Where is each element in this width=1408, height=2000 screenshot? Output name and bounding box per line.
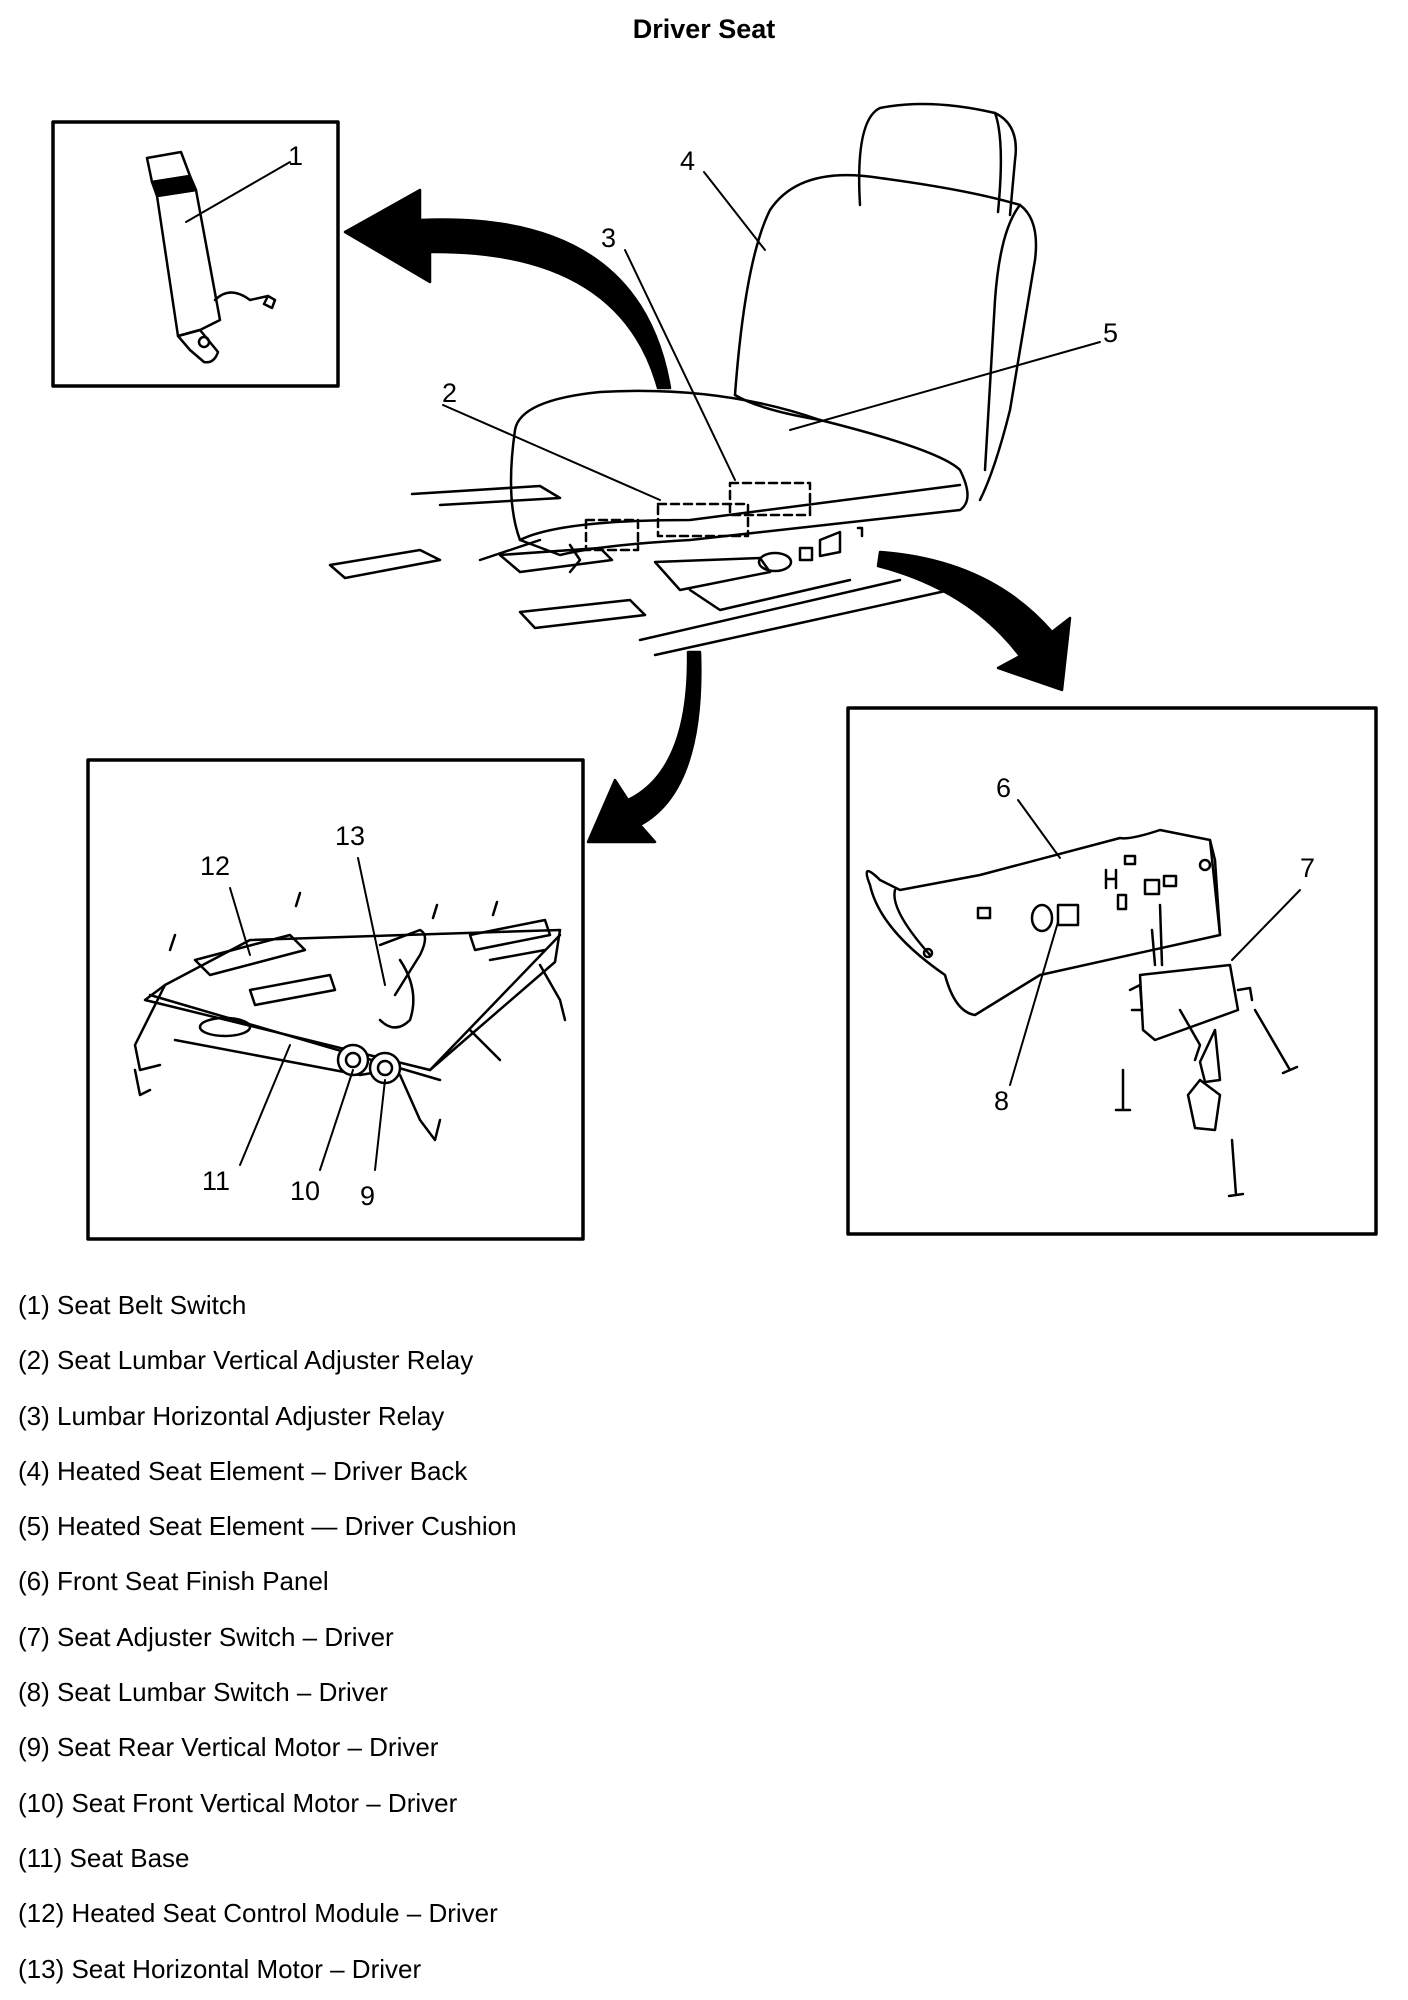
arrow-to-seat-base-inset xyxy=(586,650,702,844)
callout-2: 2 xyxy=(442,378,457,408)
callout-13: 13 xyxy=(335,821,365,851)
legend-item: (6) Front Seat Finish Panel xyxy=(18,1566,329,1597)
parts-legend: (1) Seat Belt Switch (2) Seat Lumbar Ver… xyxy=(18,1278,517,1997)
arrow-to-finish-panel-inset xyxy=(876,550,1072,692)
legend-item: (7) Seat Adjuster Switch – Driver xyxy=(18,1621,394,1652)
inset-seat-base xyxy=(86,758,585,1241)
callout-numbers: 1 2 3 4 5 6 7 8 9 10 11 12 13 xyxy=(200,141,1315,1211)
callout-5: 5 xyxy=(1103,318,1118,348)
inset-seat-belt-switch xyxy=(51,120,340,388)
callout-11: 11 xyxy=(202,1166,230,1196)
callout-8: 8 xyxy=(994,1086,1009,1116)
legend-item: (11) Seat Base xyxy=(18,1842,190,1873)
driver-seat-diagram: 1 2 3 4 5 6 7 8 9 10 11 12 13 xyxy=(51,102,1378,1241)
finish-panel-assembly xyxy=(865,828,1299,1198)
seat-belt-buckle xyxy=(145,150,277,364)
callout-10: 10 xyxy=(290,1176,320,1206)
diagram-title: Driver Seat xyxy=(632,14,776,44)
callout-4: 4 xyxy=(680,146,695,176)
legend-item: (13) Seat Horizontal Motor – Driver xyxy=(18,1953,422,1984)
legend-item: (4) Heated Seat Element – Driver Back xyxy=(18,1455,468,1486)
leader-lines xyxy=(185,161,1301,1171)
legend-item: (10) Seat Front Vertical Motor – Driver xyxy=(18,1787,458,1818)
legend-item: (8) Seat Lumbar Switch – Driver xyxy=(18,1677,388,1708)
callout-1: 1 xyxy=(288,141,303,171)
arrow-to-seat-belt-inset xyxy=(343,188,672,390)
callout-12: 12 xyxy=(200,851,230,881)
seat-base-frame xyxy=(133,891,567,1142)
legend-item: (2) Seat Lumbar Vertical Adjuster Relay xyxy=(18,1345,474,1376)
legend-item: (3) Lumbar Horizontal Adjuster Relay xyxy=(18,1400,445,1431)
callout-9: 9 xyxy=(360,1181,375,1211)
legend-item: (9) Seat Rear Vertical Motor – Driver xyxy=(18,1732,439,1763)
legend-item: (12) Heated Seat Control Module – Driver xyxy=(18,1898,498,1929)
legend-item: (1) Seat Belt Switch xyxy=(18,1290,247,1320)
inset-finish-panel xyxy=(846,706,1378,1236)
seat-illustration xyxy=(328,102,1038,657)
legend-item: (5) Heated Seat Element — Driver Cushion xyxy=(18,1511,517,1542)
callout-7: 7 xyxy=(1300,853,1315,883)
callout-6: 6 xyxy=(996,773,1011,803)
callout-3: 3 xyxy=(601,223,616,253)
